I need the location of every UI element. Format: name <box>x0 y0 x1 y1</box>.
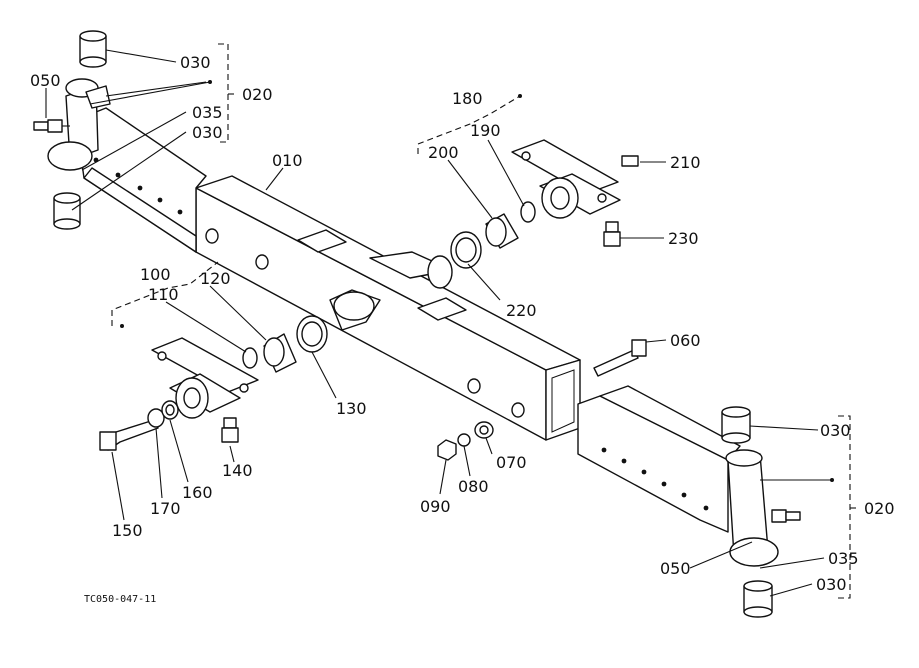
bushing-030-bottom-left <box>53 192 81 230</box>
label-230: 230 <box>668 229 699 248</box>
bolt-150 <box>99 419 159 451</box>
group-brackets <box>111 43 860 599</box>
label-050-right: 050 <box>660 559 691 578</box>
extension-arm-right <box>577 385 779 567</box>
label-200: 200 <box>428 143 459 162</box>
label-020-left: 020 <box>242 85 273 104</box>
label-020-right: 020 <box>864 499 895 518</box>
label-110: 110 <box>148 285 179 304</box>
thrust-washer-190 <box>520 201 536 223</box>
label-010: 010 <box>272 151 303 170</box>
label-070: 070 <box>496 453 527 472</box>
bracket-100 <box>151 337 259 419</box>
bushing-030-top-left <box>79 30 107 68</box>
leader-lines <box>45 49 832 597</box>
grease-fitting-230 <box>603 221 621 247</box>
bushing-030-bottom-right <box>743 580 773 618</box>
label-080: 080 <box>458 477 489 496</box>
bushing-200 <box>485 213 519 249</box>
label-030-top-left: 030 <box>180 53 211 72</box>
label-190: 190 <box>470 121 501 140</box>
label-160: 160 <box>182 483 213 502</box>
label-210: 210 <box>670 153 701 172</box>
label-060: 060 <box>670 331 701 350</box>
label-220: 220 <box>506 301 537 320</box>
bushing-120 <box>263 333 297 373</box>
extension-arm-left <box>47 78 207 253</box>
spacer-070 <box>474 421 494 439</box>
seal-130 <box>296 315 328 353</box>
seal-220 <box>450 231 482 269</box>
label-140: 140 <box>222 461 253 480</box>
label-180: 180 <box>452 89 483 108</box>
part-labels: 030 050 020 035 030 010 100 110 120 130 … <box>30 53 895 605</box>
label-035-right: 035 <box>828 549 859 568</box>
label-050-left: 050 <box>30 71 61 90</box>
label-130: 130 <box>336 399 367 418</box>
label-170: 170 <box>150 499 181 518</box>
label-100: 100 <box>140 265 171 284</box>
axle-beam-010 <box>195 175 581 441</box>
bolt-060 <box>593 339 647 377</box>
grease-nipple-050-left <box>33 119 70 133</box>
label-035-left: 035 <box>192 103 223 122</box>
nut-090 <box>437 439 457 461</box>
label-030-top-right: 030 <box>820 421 851 440</box>
label-090: 090 <box>420 497 451 516</box>
nut-160 <box>161 400 179 420</box>
label-120: 120 <box>200 269 231 288</box>
figure-code: TC050-047-11 <box>84 594 156 605</box>
grease-fitting-140 <box>221 417 239 443</box>
label-030-bottom-left: 030 <box>192 123 223 142</box>
grease-nipple-050-right <box>771 509 801 523</box>
label-150: 150 <box>112 521 143 540</box>
washer-080 <box>457 433 471 447</box>
thrust-washer-110 <box>242 347 258 369</box>
plug-210 <box>621 155 639 167</box>
label-030-bottom-right: 030 <box>816 575 847 594</box>
bracket-180 <box>511 139 621 219</box>
bushing-030-top-right <box>721 406 751 444</box>
washer-170 <box>147 408 165 428</box>
